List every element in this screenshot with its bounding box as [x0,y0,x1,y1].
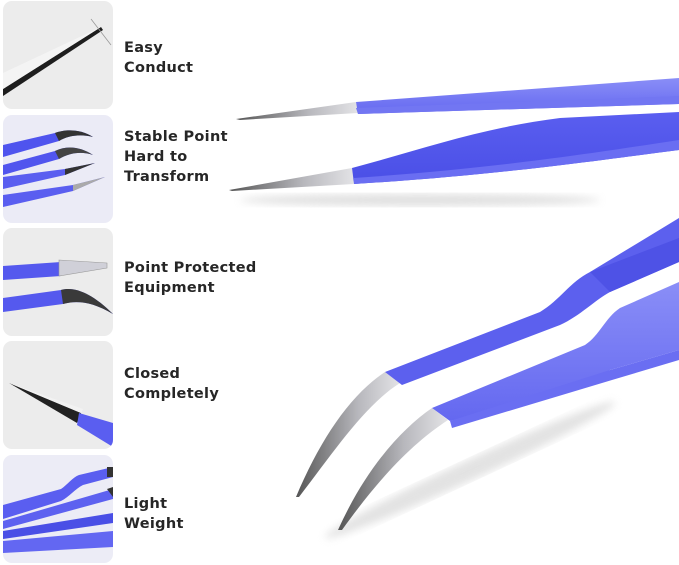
feature-thumbnail-closed-completely [3,341,113,449]
curved-tweezer-lower-arm [338,282,679,530]
feature-thumbnail-stable-point [3,115,113,223]
feature-thumbnail-point-protected [3,228,113,336]
straight-tweezer-upper-arm [236,78,679,120]
curved-tweezer-upper-arm [296,218,679,497]
feature-thumbnail-easy-conduct [3,1,113,109]
straight-tweezer-lower-arm [229,112,679,191]
feature-thumbnail-light-weight [3,455,113,563]
